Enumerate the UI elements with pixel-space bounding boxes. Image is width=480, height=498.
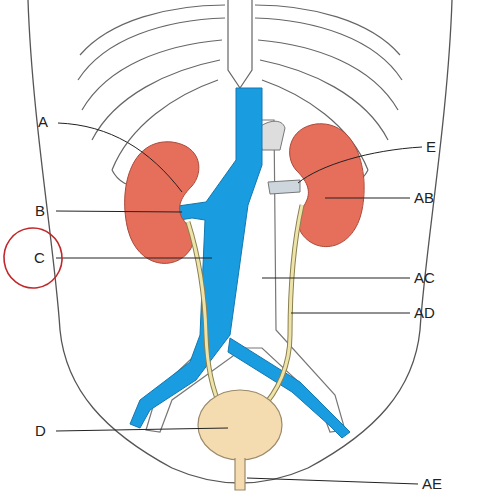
kidney-left <box>125 142 199 264</box>
rib <box>80 5 225 55</box>
part-label: AE <box>422 475 442 492</box>
part-label: AC <box>414 269 435 286</box>
kidneys <box>125 124 364 264</box>
part-label: AB <box>414 189 434 206</box>
renal-vein-right <box>268 180 300 194</box>
leader-line <box>291 313 410 314</box>
part-label: AD <box>414 304 435 321</box>
leader-line <box>298 147 422 183</box>
rib <box>78 18 225 80</box>
rib <box>92 60 220 140</box>
hand-drawn-circle <box>0 224 66 291</box>
part-label: A <box>38 113 48 130</box>
part-label: E <box>426 138 436 155</box>
ureter-right <box>260 205 302 410</box>
part-label: C <box>34 249 45 266</box>
ureter-left-outline <box>188 222 222 410</box>
leader-line <box>247 478 418 484</box>
leader-line <box>58 123 182 192</box>
urethra <box>235 458 245 490</box>
bladder <box>198 390 282 460</box>
ureters <box>188 205 302 410</box>
rib <box>255 5 400 55</box>
part-label: D <box>35 422 46 439</box>
leader-line <box>56 211 182 212</box>
ureter-right-outline <box>260 205 302 410</box>
rib <box>82 40 222 110</box>
leader-line <box>262 278 410 279</box>
part-label: B <box>35 202 45 219</box>
body-outline <box>28 0 452 483</box>
kidney-right <box>290 124 365 247</box>
sternum <box>228 0 252 88</box>
rib <box>258 40 398 110</box>
leader-lines <box>56 123 422 484</box>
leader-line <box>325 198 410 199</box>
leader-line <box>56 428 228 431</box>
rib <box>255 18 402 80</box>
leader-line <box>56 258 212 259</box>
ureter-left <box>188 222 222 410</box>
